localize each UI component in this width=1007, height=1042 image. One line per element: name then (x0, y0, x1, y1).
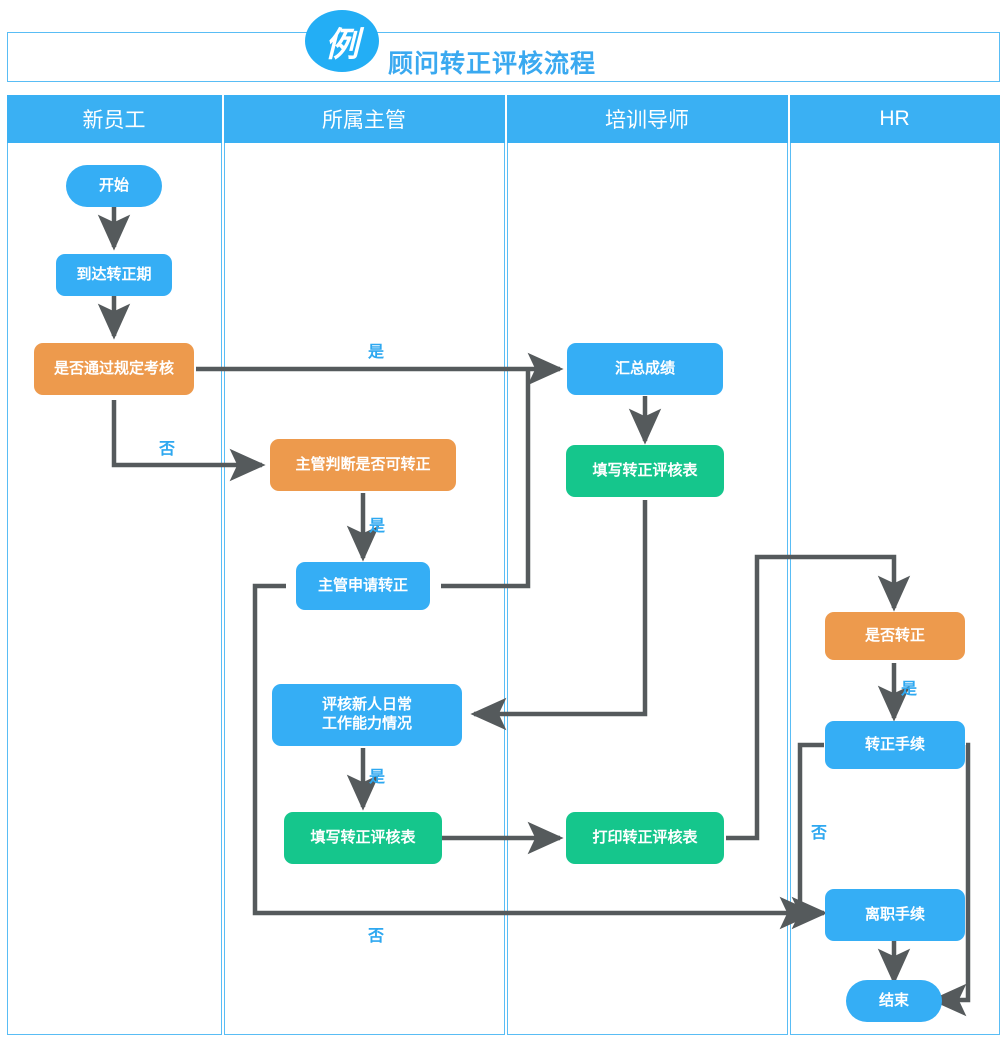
node-confirm-regularization[interactable]: 是否转正 (825, 612, 965, 660)
lane-trainer: 培训导师 (506, 94, 788, 1035)
node-arrive-probation-end[interactable]: 到达转正期 (56, 254, 172, 296)
lane-header-new-employee: 新员工 (6, 94, 222, 143)
node-resignation-procedure[interactable]: 离职手续 (825, 889, 965, 941)
edge-label-yes-exam: 是 (368, 344, 385, 361)
node-summarize-scores[interactable]: 汇总成绩 (567, 343, 723, 395)
node-pass-required-exam[interactable]: 是否通过规定考核 (34, 343, 194, 395)
lane-new-employee: 新员工 (6, 94, 222, 1035)
node-print-regularization-form[interactable]: 打印转正评核表 (566, 812, 724, 864)
node-manager-apply-regularization[interactable]: 主管申请转正 (296, 562, 430, 610)
edge-label-no-loop: 否 (368, 928, 385, 945)
node-review-newcomer-daily-ability[interactable]: 评核新人日常 工作能力情况 (272, 684, 462, 746)
node-manager-judge-regularization[interactable]: 主管判断是否可转正 (270, 439, 456, 491)
page-title: 顾问转正评核流程 (388, 50, 597, 78)
edge-label-yes-judge: 是 (369, 518, 386, 535)
edge-label-yes-review: 是 (369, 769, 386, 786)
edge-label-no-exam: 否 (159, 441, 176, 458)
node-start[interactable]: 开始 (66, 165, 162, 207)
node-fill-regularization-form-manager[interactable]: 填写转正评核表 (284, 812, 442, 864)
lane-header-trainer: 培训导师 (506, 94, 788, 143)
node-end[interactable]: 结束 (846, 980, 942, 1022)
edge-label-yes-confirm: 是 (901, 681, 918, 698)
example-badge: 例 (305, 10, 379, 72)
lane-header-manager: 所属主管 (223, 94, 505, 143)
node-fill-regularization-form-trainer[interactable]: 填写转正评核表 (566, 445, 724, 497)
title-bar (7, 32, 1000, 82)
lane-header-hr: HR (789, 94, 1000, 143)
edge-label-no-confirm: 否 (811, 825, 828, 842)
node-regularization-procedure[interactable]: 转正手续 (825, 721, 965, 769)
